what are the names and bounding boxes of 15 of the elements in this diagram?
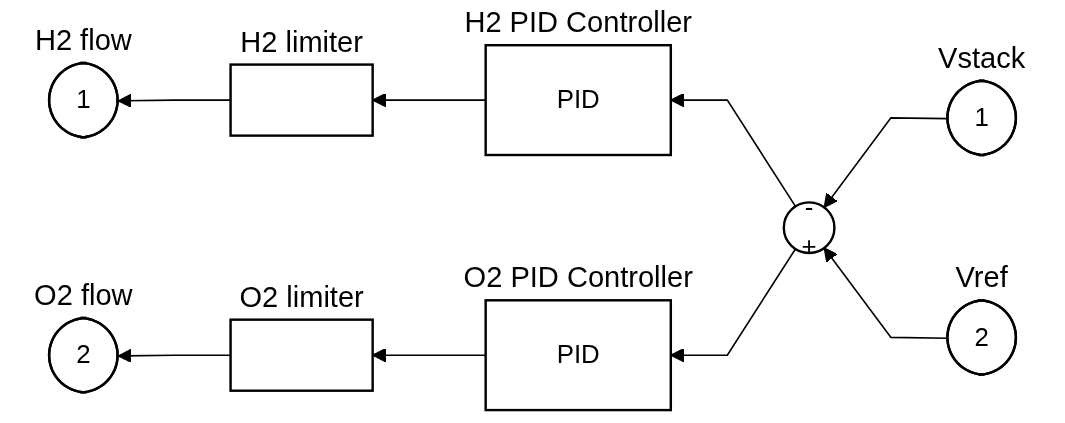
arrow [670, 248, 797, 363]
node-circle: - + [782, 201, 836, 255]
block-label: H2 flow [34, 24, 132, 57]
block-label: O2 flow [34, 279, 133, 312]
arrow [670, 93, 797, 208]
block-label: H2 limiter [240, 25, 363, 58]
node-box: PID [484, 44, 672, 157]
block-label: O2 PID Controller [463, 261, 693, 294]
block-label: Vstack [938, 41, 1026, 74]
block-label: O2 limiter [239, 280, 364, 313]
node-box [229, 63, 374, 137]
node-box [229, 318, 374, 392]
block-label: H2 PID Controller [464, 6, 693, 39]
block-label: Vref [955, 261, 1008, 294]
node-box: PID [484, 299, 672, 412]
